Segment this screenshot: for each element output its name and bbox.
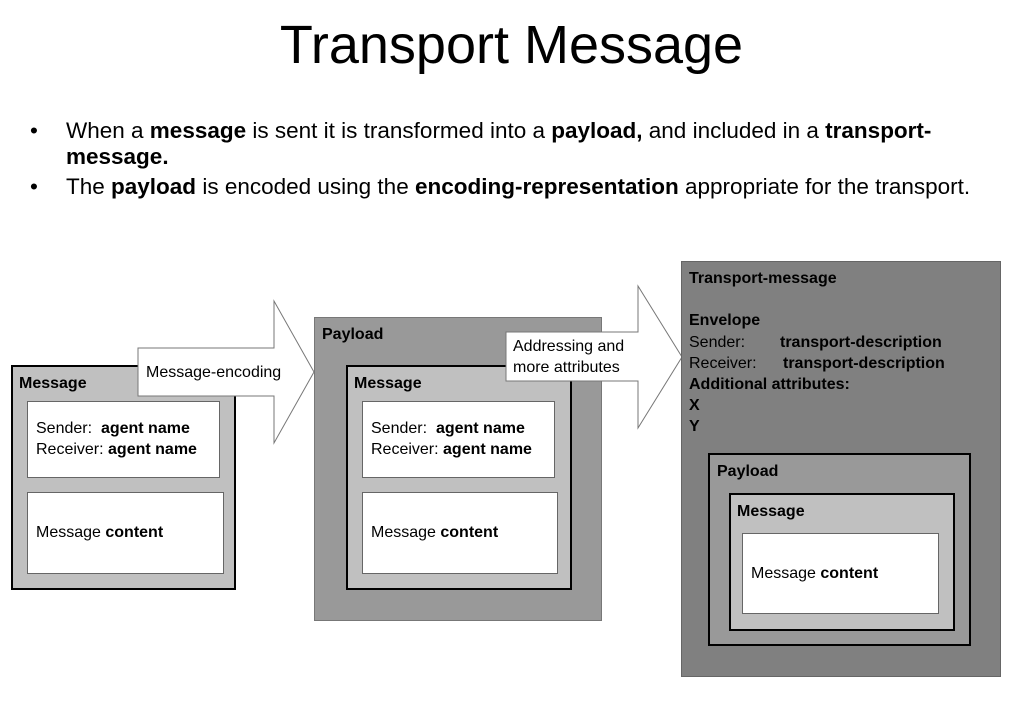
- content-line: Message content: [371, 522, 498, 543]
- receiver-line: Receiver: agent name: [371, 439, 532, 460]
- content-box: Message content: [742, 533, 939, 614]
- arrow-right-icon: [505, 284, 683, 430]
- message-label: Message: [354, 375, 422, 392]
- transport-message-box: Transport-message Envelope Sender: trans…: [681, 261, 1001, 677]
- text-run-bold: transport-message.: [66, 118, 932, 169]
- sender-label: Sender:: [36, 420, 93, 437]
- text-run-bold: message: [149, 118, 247, 143]
- receiver-label: Receiver:: [689, 355, 757, 372]
- message-box-middle: Message Sender: agent name Receiver: age…: [346, 365, 572, 590]
- arrow-right-icon: [137, 299, 315, 445]
- sender-label: Sender:: [371, 420, 428, 437]
- bullet-text-1: When a message is sent it is transformed…: [66, 118, 931, 169]
- text-run: and included in a: [642, 118, 826, 143]
- payload-label: Payload: [717, 463, 779, 480]
- message-label: Message: [19, 375, 87, 392]
- text-run-bold: payload: [111, 174, 197, 199]
- transport-sender-line: Sender:: [689, 332, 745, 353]
- sender-label: Sender:: [689, 334, 746, 351]
- receiver-label: Receiver:: [36, 441, 104, 458]
- attribute-y: Y: [689, 418, 700, 435]
- content-box: Message content: [27, 492, 224, 574]
- bullet-list: • When a message is sent it is transform…: [30, 118, 1015, 204]
- transport-receiver-line: Receiver:: [689, 353, 757, 374]
- payload-label: Payload: [322, 326, 384, 343]
- sender-line: Sender: agent name: [36, 418, 190, 439]
- bullet-item-1: • When a message is sent it is transform…: [30, 118, 1015, 170]
- text-run: When a: [66, 118, 150, 143]
- attribute-x: X: [689, 397, 700, 414]
- message-box-left: Message Sender: agent name Receiver: age…: [11, 365, 236, 590]
- receiver-value: agent name: [108, 441, 197, 458]
- text-run: is sent it is transformed into a: [246, 118, 552, 143]
- transport-sender-value: transport-description: [780, 334, 942, 351]
- address-box: Sender: agent name Receiver: agent name: [362, 401, 555, 478]
- content-prefix: Message: [751, 565, 816, 582]
- content-box: Message content: [362, 492, 558, 574]
- bullet-marker: •: [30, 118, 38, 143]
- text-run-bold: payload,: [551, 118, 643, 143]
- content-prefix: Message: [371, 524, 436, 541]
- text-run-bold: encoding-representation: [414, 174, 679, 199]
- sender-value: agent name: [435, 420, 525, 437]
- receiver-value: agent name: [443, 441, 532, 458]
- sender-line: Sender: agent name: [371, 418, 525, 439]
- text-run: appropriate for the transport.: [678, 174, 971, 199]
- content-bold: content: [105, 524, 164, 541]
- page-title: Transport Message: [279, 15, 744, 75]
- receiver-line: Receiver: agent name: [36, 439, 197, 460]
- text-run: The: [66, 174, 112, 199]
- inner-message-box: Message Message content: [729, 493, 955, 631]
- arrow-label-encoding: Message-encoding: [146, 364, 282, 381]
- bullet-item-2: • The payload is encoded using the encod…: [30, 174, 1015, 200]
- arrow-label-line: Addressing and: [513, 338, 625, 355]
- text-run: is encoded using the: [196, 174, 415, 199]
- arrow-label-line: more attributes: [513, 359, 620, 376]
- envelope-label: Envelope: [689, 312, 761, 329]
- payload-box: Payload Message Sender: agent name Recei…: [314, 317, 602, 621]
- sender-value: agent name: [100, 420, 190, 437]
- transport-receiver-value: transport-description: [783, 355, 945, 372]
- content-bold: content: [440, 524, 499, 541]
- bullet-marker: •: [30, 174, 38, 199]
- receiver-label: Receiver:: [371, 441, 439, 458]
- message-label: Message: [737, 503, 805, 520]
- transport-message-label: Transport-message: [689, 270, 837, 287]
- bullet-text-2: The payload is encoded using the encodin…: [66, 174, 970, 199]
- content-bold: content: [820, 565, 879, 582]
- content-line: Message content: [751, 563, 878, 584]
- address-box: Sender: agent name Receiver: agent name: [27, 401, 220, 478]
- inner-payload-box: Payload Message Message content: [708, 453, 971, 646]
- additional-attributes-label: Additional attributes:: [689, 376, 850, 393]
- content-line: Message content: [36, 522, 163, 543]
- content-prefix: Message: [36, 524, 101, 541]
- arrow-label-addressing: Addressing and more attributes: [513, 336, 624, 378]
